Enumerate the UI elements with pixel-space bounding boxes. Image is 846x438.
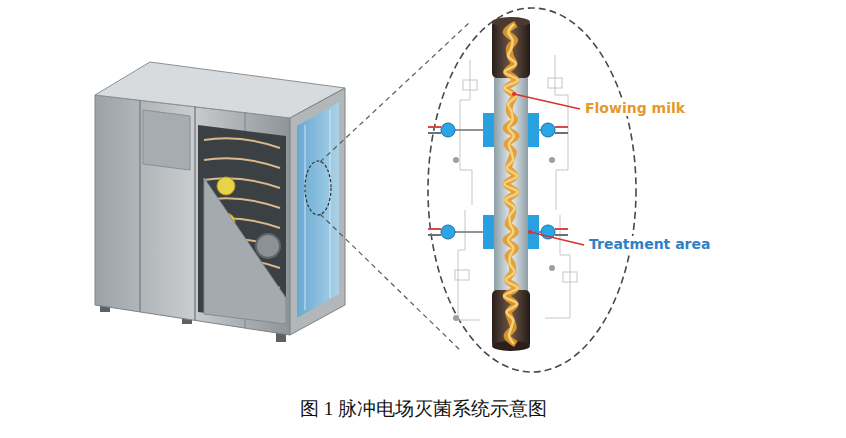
machine-cabinet	[204, 178, 286, 324]
electrode	[541, 123, 555, 137]
machine-cabinet	[305, 110, 330, 310]
circuit-schematic	[453, 315, 459, 321]
electrode	[428, 113, 568, 249]
circuit-schematic	[460, 60, 472, 205]
circuit-schematic	[549, 265, 555, 271]
electrode	[528, 215, 539, 249]
machine-cabinet	[194, 106, 196, 320]
electrode	[483, 113, 494, 147]
electrode	[555, 234, 568, 236]
zoom-ellipse	[428, 8, 636, 372]
electrode	[428, 126, 441, 128]
machine-cabinet	[95, 62, 345, 342]
circuit-schematic	[458, 210, 480, 320]
treatment-tube	[492, 17, 530, 351]
circuit-schematic	[463, 80, 477, 90]
circuit-schematic	[563, 272, 577, 282]
electrode	[555, 126, 568, 128]
leader-line	[530, 232, 584, 245]
electrode	[555, 132, 568, 134]
electrode	[428, 132, 441, 134]
electrode	[455, 231, 483, 233]
machine-cabinet	[139, 100, 141, 312]
machine-cabinet	[290, 88, 345, 335]
machine-cabinet	[217, 177, 235, 195]
machine-cabinet	[297, 102, 339, 318]
machine-cabinet	[305, 125, 306, 310]
electrode	[441, 225, 455, 239]
machine-cabinet	[204, 158, 280, 168]
electrode	[441, 123, 455, 137]
machine-cabinet	[330, 110, 331, 298]
machine-cabinet	[305, 161, 331, 215]
callout-label: Flowing milk	[582, 100, 688, 116]
leader-line	[528, 230, 532, 234]
machine-cabinet	[256, 234, 280, 258]
figure-caption: 图 1 脉冲电场灭菌系统示意图	[300, 396, 547, 422]
circuit-schematic	[453, 157, 459, 163]
circuit-schematic	[455, 270, 469, 280]
electrode	[428, 234, 441, 236]
electrode	[528, 113, 539, 147]
electrode	[555, 228, 568, 230]
milk-flow	[504, 24, 518, 344]
callout-label: Treatment area	[586, 236, 713, 252]
electrode	[428, 228, 441, 230]
circuit-schematic	[548, 78, 562, 88]
electrode	[483, 215, 494, 249]
electrode	[428, 127, 568, 235]
leader-line	[512, 92, 584, 245]
zoom-line	[320, 214, 462, 352]
machine-cabinet	[204, 138, 280, 148]
milk-flow	[506, 24, 516, 344]
leader-line	[512, 92, 516, 96]
electrode	[455, 130, 541, 232]
circuit-schematic	[549, 157, 555, 163]
machine-cabinet	[95, 95, 290, 335]
machine-cabinet	[204, 178, 280, 188]
leader-line	[514, 94, 580, 109]
machine-cabinet	[143, 110, 190, 170]
electrode	[455, 129, 483, 131]
